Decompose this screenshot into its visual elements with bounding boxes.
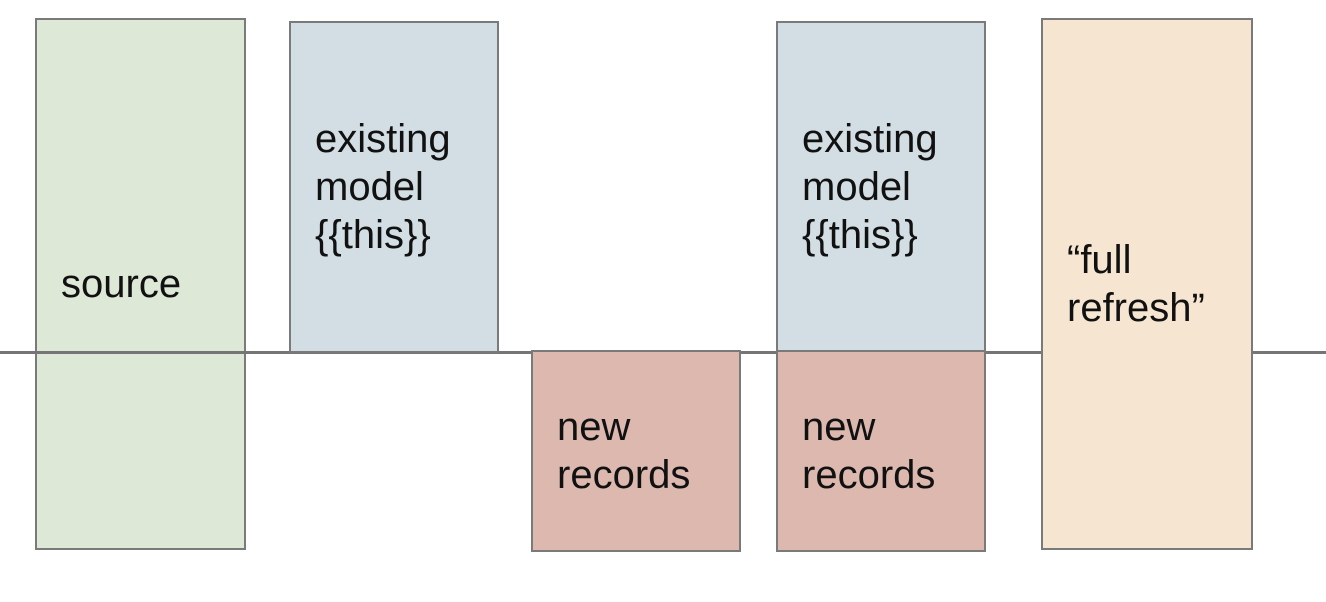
new-records-box-1: new records: [531, 350, 741, 552]
new-records-box-2-label: new records: [802, 405, 936, 497]
existing-model-box-1: existing model {{this}}: [289, 21, 499, 353]
existing-model-box-2: existing model {{this}}: [776, 21, 986, 353]
source-box: source: [35, 18, 246, 550]
source-box-label: source: [61, 262, 182, 306]
existing-model-box-1-label: existing model {{this}}: [315, 117, 451, 257]
new-records-box-2: new records: [776, 350, 986, 552]
existing-model-box-2-label: existing model {{this}}: [802, 117, 938, 257]
new-records-box-1-label: new records: [557, 405, 691, 497]
full-refresh-box: “full refresh”: [1041, 18, 1253, 550]
full-refresh-box-label: “full refresh”: [1067, 238, 1205, 330]
